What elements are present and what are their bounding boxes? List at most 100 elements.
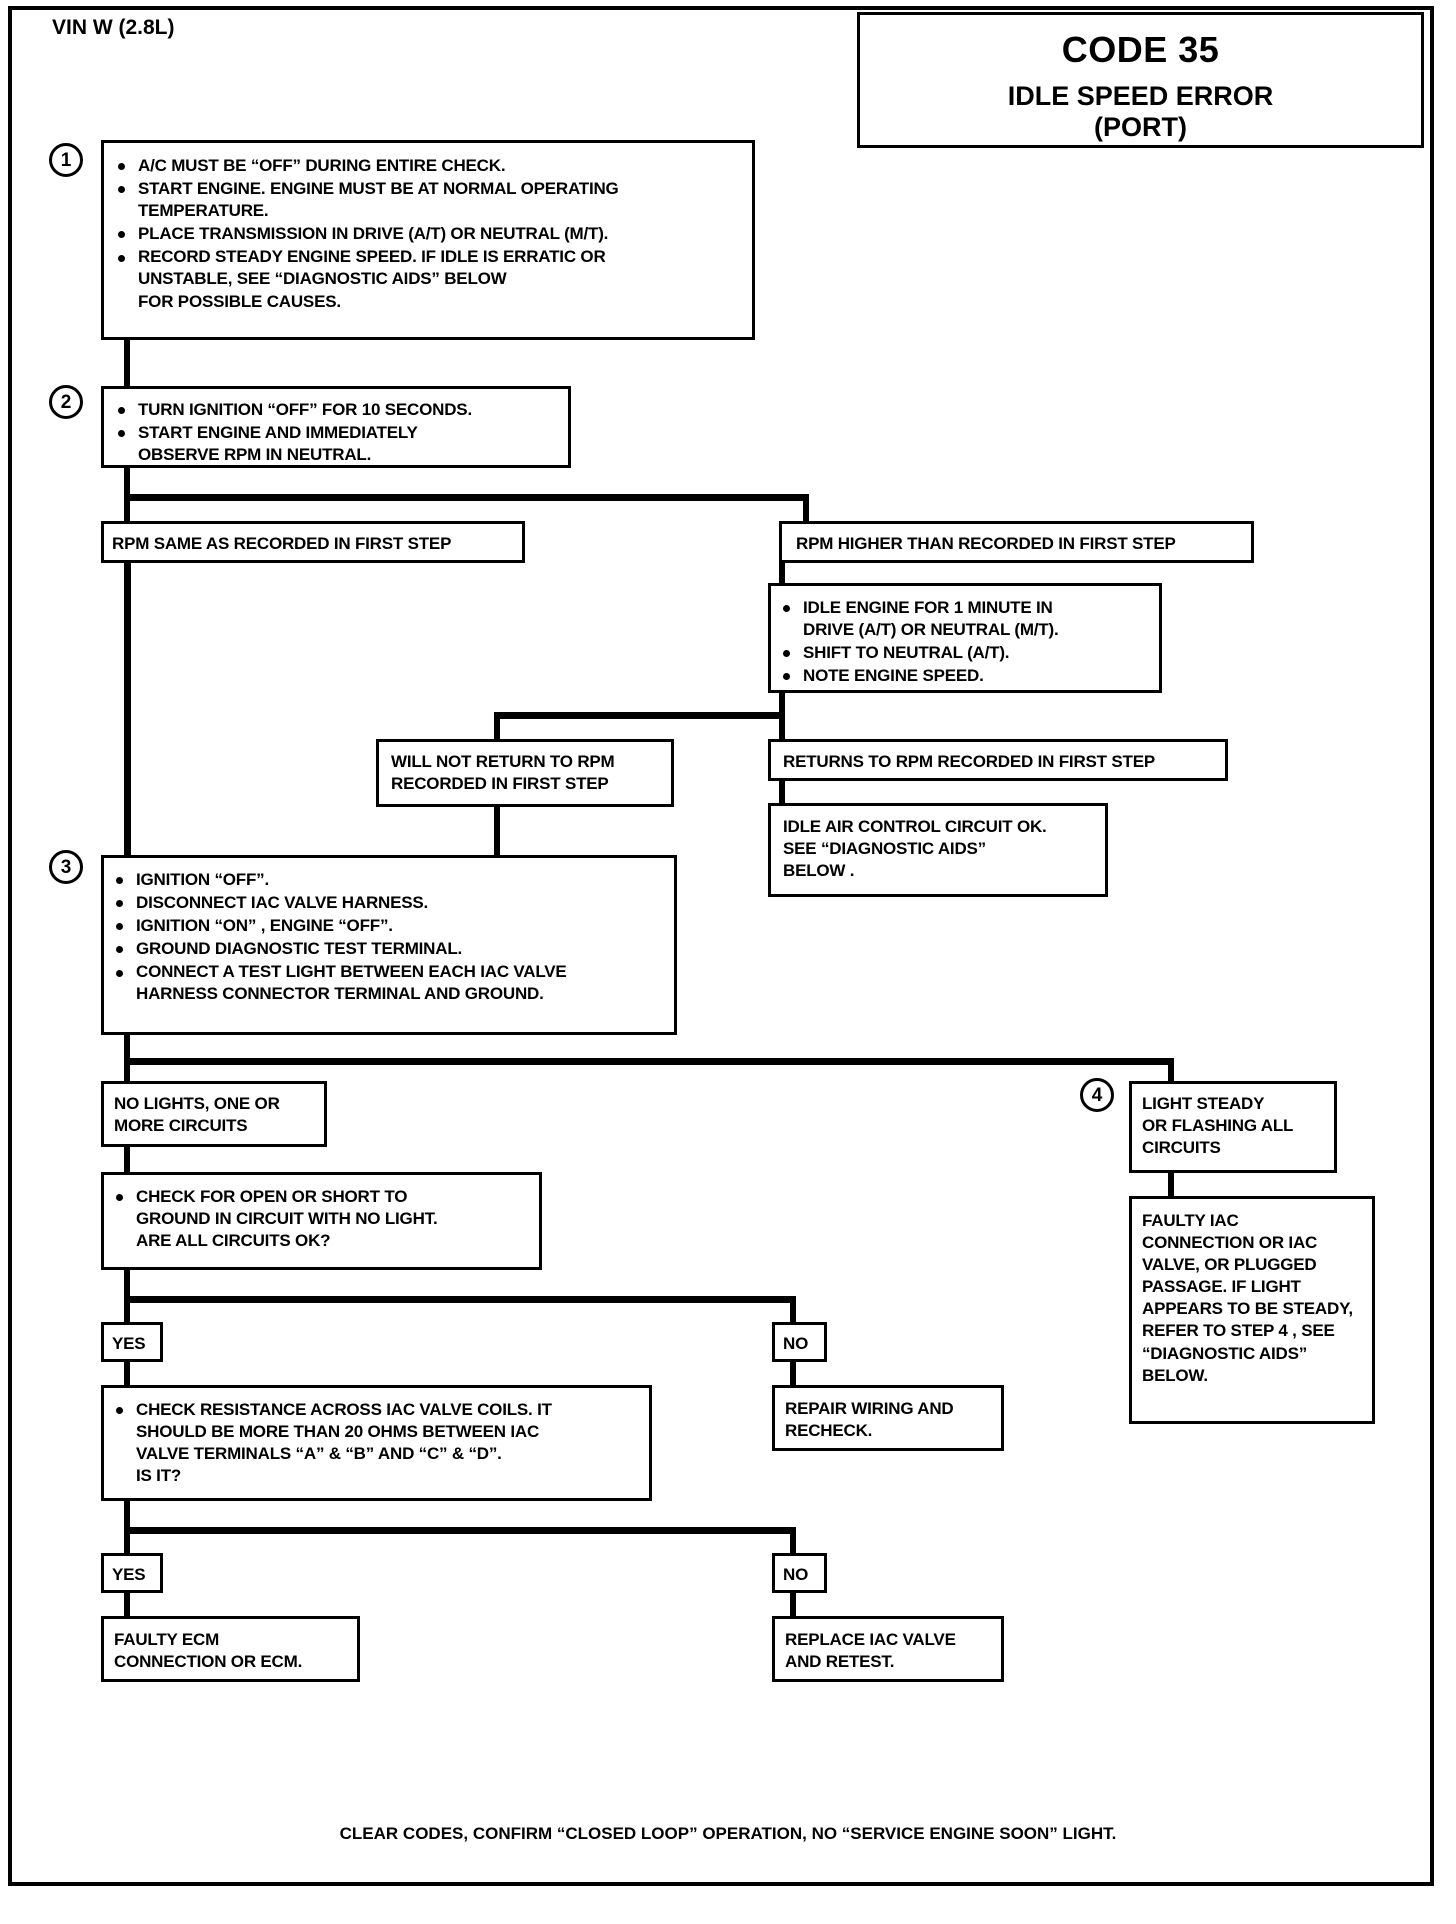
step-number-4: 4 [1080,1078,1114,1112]
faulty-iac-line8: BELOW. [1142,1365,1208,1385]
connector-step3-down [124,1035,130,1063]
repair-wiring-box: REPAIR WIRING AND RECHECK. [772,1385,1004,1451]
step-number-2: 2 [49,385,83,419]
connector-resistance-down [124,1501,130,1533]
connector-no1-to-repair [790,1362,796,1394]
light-steady-line1: LIGHT STEADY [1142,1094,1265,1113]
yes-label-2: YES [112,1565,146,1584]
connector-rpm-same-trunk [124,563,131,859]
connector-light-steady-drop [1168,1058,1174,1086]
connector-branch-left-drop [124,494,130,524]
will-not-return-line1: WILL NOT RETURN TO RPM [391,752,615,771]
code-title-box: CODE 35 IDLE SPEED ERROR (PORT) [857,12,1424,148]
connector-no-lights-drop [124,1058,130,1086]
no-label-2: NO [783,1565,809,1584]
connector-branch-bus [124,494,809,501]
connector-returns-to-ok [779,781,785,807]
step-number-3: 3 [49,850,83,884]
connector-yesno-bus-1 [124,1296,796,1303]
connector-light-steady-to-faulty [1168,1173,1174,1205]
connector-no1-drop [790,1296,796,1326]
step3-bullet-1: IGNITION “OFF”. [110,869,668,891]
returns-to-rpm-label: RETURNS TO RPM RECORDED IN FIRST STEP [783,752,1155,771]
connector-yes1-to-resistance [124,1362,130,1394]
connector-yes1-drop [124,1296,130,1326]
faulty-ecm-line1: FAULTY ECM [114,1630,220,1649]
rpm-higher-label: RPM HIGHER THAN RECORDED IN FIRST STEP [796,534,1176,553]
yes-box-1: YES [101,1322,163,1362]
connector-branch-right-drop [803,494,809,524]
yes-box-2: YES [101,1553,163,1593]
step2-bullet-2: START ENGINE AND IMMEDIATELY OBSERVE RPM… [112,422,560,466]
connector-rpm-higher-down [779,563,785,587]
no-box-2: NO [772,1553,827,1593]
light-steady-line3: CIRCUITS [1142,1138,1221,1158]
will-not-return-box: WILL NOT RETURN TO RPM RECORDED IN FIRST… [376,739,674,807]
step1-bullet-2: START ENGINE. ENGINE MUST BE AT NORMAL O… [112,178,744,222]
idle-engine-bullet-2: SHIFT TO NEUTRAL (A/T). [777,642,1153,664]
repair-wiring-line1: REPAIR WIRING AND [785,1399,954,1418]
replace-iac-line2: AND RETEST. [785,1652,895,1672]
rpm-higher-box: RPM HIGHER THAN RECORDED IN FIRST STEP [779,521,1254,563]
idle-engine-bullet-3: NOTE ENGINE SPEED. [777,665,1153,687]
connector-idle-split-bus [494,712,785,719]
connector-step2-down [124,468,130,498]
step3-box: IGNITION “OFF”. DISCONNECT IAC VALVE HAR… [101,855,677,1035]
connector-no2-drop [790,1527,796,1557]
check-resistance-bullet: CHECK RESISTANCE ACROSS IAC VALVE COILS.… [110,1399,643,1487]
no-lights-line1: NO LIGHTS, ONE OR [114,1094,280,1113]
idle-engine-box: IDLE ENGINE FOR 1 MINUTE IN DRIVE (A/T) … [768,583,1162,693]
check-open-short-bullet: CHECK FOR OPEN OR SHORT TO GROUND IN CIR… [110,1186,533,1252]
connector-no-lights-to-check [124,1147,130,1179]
step2-bullet-1: TURN IGNITION “OFF” FOR 10 SECONDS. [112,399,560,421]
yes-label-1: YES [112,1334,146,1353]
vin-label: VIN W (2.8L) [52,16,175,39]
no-lights-box: NO LIGHTS, ONE OR MORE CIRCUITS [101,1081,327,1147]
iac-circuit-ok-box: IDLE AIR CONTROL CIRCUIT OK. SEE “DIAGNO… [768,803,1108,897]
fault-name-line1: IDLE SPEED ERROR [1007,81,1274,111]
returns-to-rpm-box: RETURNS TO RPM RECORDED IN FIRST STEP [768,739,1228,781]
faulty-iac-line6: REFER TO STEP 4 , SEE [1142,1321,1335,1341]
step1-bullet-3: PLACE TRANSMISSION IN DRIVE (A/T) OR NEU… [112,223,744,245]
connector-idle-engine-down [779,693,785,717]
connector-step3-bus [124,1058,1174,1065]
repair-wiring-line2: RECHECK. [785,1421,873,1441]
will-not-return-line2: RECORDED IN FIRST STEP [391,774,609,794]
step3-bullet-5: CONNECT A TEST LIGHT BETWEEN EACH IAC VA… [110,961,668,1005]
step3-bullet-3: IGNITION “ON” , ENGINE “OFF”. [110,915,668,937]
fault-name-line2: (PORT) [1094,112,1187,143]
step3-bullet-4: GROUND DIAGNOSTIC TEST TERMINAL. [110,938,668,960]
connector-step1-step2 [124,340,130,388]
no-lights-line2: MORE CIRCUITS [114,1116,248,1136]
connector-check-down [124,1270,130,1302]
connector-will-not-return-to-step3 [494,807,500,859]
iac-ok-line1: IDLE AIR CONTROL CIRCUIT OK. [783,817,1047,836]
faulty-iac-line3: VALVE, OR PLUGGED [1142,1255,1317,1275]
faulty-iac-line1: FAULTY IAC [1142,1211,1239,1230]
step-number-1: 1 [49,143,83,177]
no-label-1: NO [783,1334,809,1353]
connector-yes2-to-ecm [124,1593,130,1625]
faulty-iac-line2: CONNECTION OR IAC [1142,1233,1318,1253]
step1-bullet-4: RECORD STEADY ENGINE SPEED. IF IDLE IS E… [112,246,744,312]
code-title: CODE 35 [1061,29,1220,70]
light-steady-line2: OR FLASHING ALL [1142,1116,1294,1136]
faulty-ecm-line2: CONNECTION OR ECM. [114,1652,303,1672]
faulty-iac-line4: PASSAGE. IF LIGHT [1142,1277,1301,1297]
faulty-ecm-box: FAULTY ECM CONNECTION OR ECM. [101,1616,360,1682]
rpm-same-box: RPM SAME AS RECORDED IN FIRST STEP [101,521,525,563]
check-resistance-box: CHECK RESISTANCE ACROSS IAC VALVE COILS.… [101,1385,652,1501]
page-border [8,6,1434,1886]
step2-box: TURN IGNITION “OFF” FOR 10 SECONDS. STAR… [101,386,571,468]
step3-bullet-2: DISCONNECT IAC VALVE HARNESS. [110,892,668,914]
connector-yesno-bus-2 [124,1527,796,1534]
connector-returns-drop [779,712,785,742]
step1-bullet-1: A/C MUST BE “OFF” DURING ENTIRE CHECK. [112,155,744,177]
rpm-same-label: RPM SAME AS RECORDED IN FIRST STEP [112,534,452,553]
footer-note: CLEAR CODES, CONFIRM “CLOSED LOOP” OPERA… [339,1824,1117,1843]
iac-ok-line2: SEE “DIAGNOSTIC AIDS” [783,839,986,859]
replace-iac-line1: REPLACE IAC VALVE [785,1630,956,1649]
connector-no2-to-replace [790,1593,796,1625]
faulty-iac-line7: “DIAGNOSTIC AIDS” [1142,1343,1308,1363]
